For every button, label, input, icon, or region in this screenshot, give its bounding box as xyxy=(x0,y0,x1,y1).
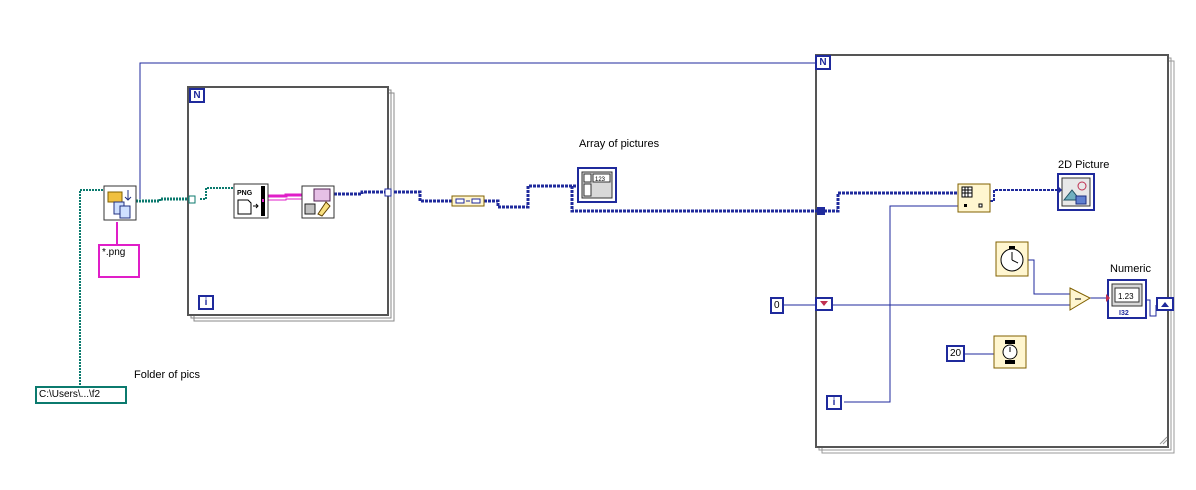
2d-picture-label: 2D Picture xyxy=(1058,159,1110,171)
folder-of-pics-label: Folder of pics xyxy=(134,369,201,381)
array-of-pictures-label: Array of pictures xyxy=(579,138,660,150)
wait-ms-constant[interactable]: 20 xyxy=(946,345,965,362)
picture-wire-inner[interactable] xyxy=(334,190,388,196)
svg-text:1.23: 1.23 xyxy=(1118,292,1134,301)
numeric-indicator[interactable]: 1.23 I32 xyxy=(1106,279,1147,319)
svg-text:123: 123 xyxy=(595,177,606,183)
picture-array-wire[interactable] xyxy=(394,190,452,203)
list-folder-node[interactable] xyxy=(103,185,137,221)
inner-loop-iteration-terminal[interactable]: i xyxy=(198,295,214,310)
path-array-wire[interactable] xyxy=(136,197,194,203)
draw-pixmap-node[interactable] xyxy=(301,185,335,219)
svg-text:I32: I32 xyxy=(1119,310,1129,317)
build-array-node[interactable] xyxy=(451,195,485,207)
path-wire-inner[interactable] xyxy=(200,187,234,200)
count-wire[interactable] xyxy=(139,62,816,199)
shift-register-right[interactable] xyxy=(1156,297,1174,311)
index-array-node[interactable] xyxy=(957,183,991,213)
2d-picture-indicator[interactable] xyxy=(1057,173,1095,211)
zero-constant[interactable]: 0 xyxy=(770,297,784,314)
inner-loop-count-terminal[interactable]: N xyxy=(189,88,205,103)
wait-ms-node[interactable] xyxy=(993,335,1027,369)
numeric-label: Numeric xyxy=(1110,263,1151,275)
outer-loop-iteration-terminal[interactable]: i xyxy=(826,395,842,410)
folder-path-constant[interactable]: C:\Users\...\f2 xyxy=(35,386,127,404)
svg-text:PNG: PNG xyxy=(237,190,253,197)
read-png-node[interactable]: PNG xyxy=(233,183,269,219)
array-of-pictures-indicator[interactable]: 123 xyxy=(577,167,617,203)
picture-array-wire-out[interactable] xyxy=(570,186,820,213)
shift-register-left[interactable] xyxy=(815,297,833,311)
subtract-node[interactable] xyxy=(1069,287,1092,311)
path-wire[interactable] xyxy=(79,189,104,388)
image-data-wire[interactable] xyxy=(268,193,302,198)
iteration-wire[interactable] xyxy=(844,205,958,403)
picture-wire[interactable] xyxy=(990,189,1058,202)
outer-for-loop[interactable] xyxy=(815,54,1175,454)
inner-for-loop[interactable] xyxy=(187,86,395,322)
tick-count-node[interactable] xyxy=(995,241,1029,277)
outer-loop-count-terminal[interactable]: N xyxy=(815,55,831,70)
pattern-constant[interactable]: *.png xyxy=(98,244,140,278)
